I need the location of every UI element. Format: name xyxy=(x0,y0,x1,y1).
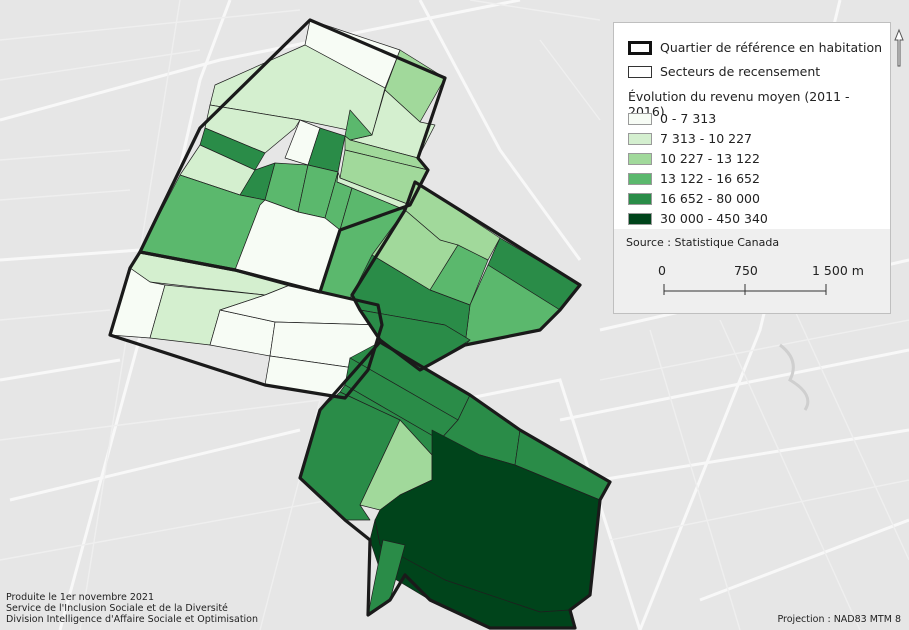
legend-class-label: 0 - 7 313 xyxy=(660,111,717,126)
legend-classes-title: Évolution du revenu moyen (2011 - 2016) xyxy=(628,89,850,119)
legend-swatch-tracts xyxy=(628,65,652,78)
census-tracts xyxy=(109,19,611,629)
legend-class-item: 30 000 - 450 340 xyxy=(628,211,768,226)
legend-swatch-reference xyxy=(628,40,652,55)
legend-class-swatch xyxy=(628,152,652,165)
legend-class-label: 13 122 - 16 652 xyxy=(660,171,760,186)
reference-outline-east xyxy=(350,180,582,372)
north-arrow-icon xyxy=(894,28,904,67)
river-feature xyxy=(779,343,810,411)
map-credits: Produite le 1er novembre 2021 Service de… xyxy=(6,592,258,625)
legend-source: Source : Statistique Canada xyxy=(626,236,780,249)
reference-outline-north xyxy=(138,18,447,294)
scale-tick-0: 0 xyxy=(658,263,666,278)
legend-class-swatch xyxy=(628,172,652,185)
scale-tick-750: 750 xyxy=(734,263,758,278)
legend-class-item: 16 652 - 80 000 xyxy=(628,191,760,206)
reference-outline-west xyxy=(108,250,384,400)
legend-class-label: 7 313 - 10 227 xyxy=(660,131,752,146)
credits-date: Produite le 1er novembre 2021 xyxy=(6,592,154,603)
legend-class-swatch xyxy=(628,192,652,205)
credits-service: Service de l'Inclusion Sociale et de la … xyxy=(6,603,228,614)
legend-class-label: 10 227 - 13 122 xyxy=(660,151,760,166)
scale-bar xyxy=(663,284,827,295)
legend-class-label: 16 652 - 80 000 xyxy=(660,191,760,206)
reference-outline-south xyxy=(298,340,612,630)
legend-class-item: 10 227 - 13 122 xyxy=(628,151,760,166)
legend-class-label: 30 000 - 450 340 xyxy=(660,211,768,226)
map-legend: Quartier de référence en habitation Sect… xyxy=(613,22,891,314)
credits-division: Division Intelligence d'Affaire Sociale … xyxy=(6,614,259,625)
legend-row-reference: Quartier de référence en habitation xyxy=(628,40,882,55)
legend-source-band xyxy=(614,229,890,313)
legend-row-tracts: Secteurs de recensement xyxy=(628,64,820,79)
reference-neighbourhood-outlines xyxy=(108,18,612,630)
legend-class-swatch xyxy=(628,212,652,225)
legend-label-tracts: Secteurs de recensement xyxy=(660,64,821,79)
legend-class-item: 7 313 - 10 227 xyxy=(628,131,752,146)
legend-label-reference: Quartier de référence en habitation xyxy=(660,40,883,55)
scale-tick-1500: 1 500 m xyxy=(812,263,864,278)
legend-class-swatch xyxy=(628,112,652,125)
legend-class-swatch xyxy=(628,132,652,145)
projection-label: Projection : NAD83 MTM 8 xyxy=(777,614,901,625)
legend-class-item: 13 122 - 16 652 xyxy=(628,171,760,186)
legend-class-item: 0 - 7 313 xyxy=(628,111,716,126)
